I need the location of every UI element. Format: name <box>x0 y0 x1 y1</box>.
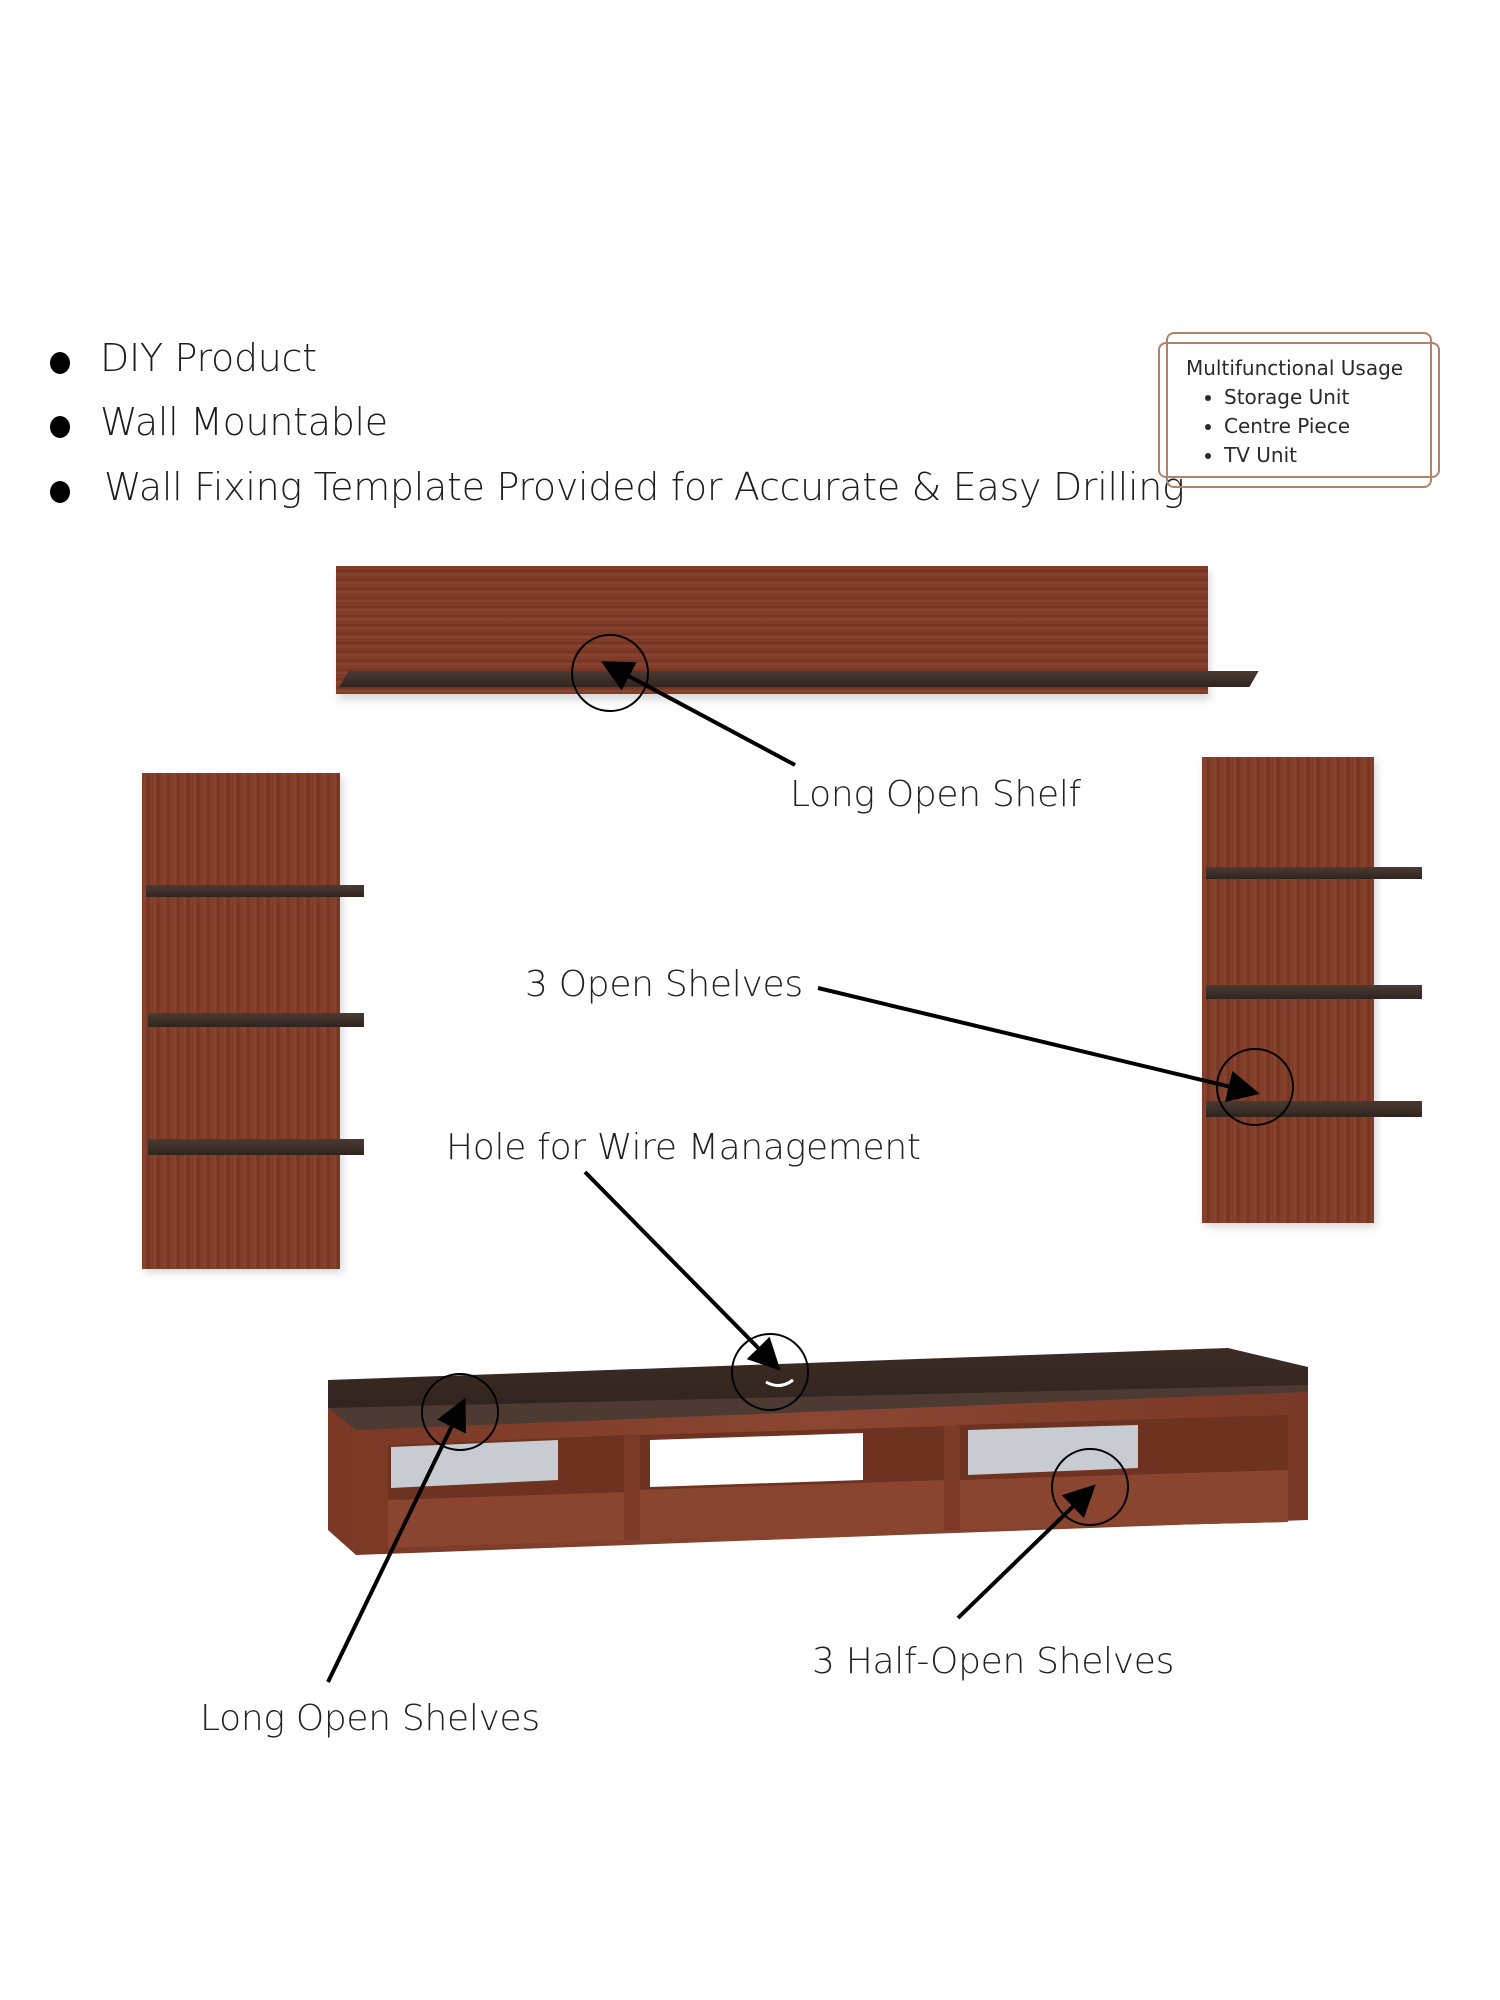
callout-three-open-shelves: 3 Open Shelves <box>525 964 803 1005</box>
feature-label: Wall Mountable <box>100 400 388 444</box>
usage-item: Centre Piece <box>1224 412 1403 441</box>
left-vertical-panel <box>142 773 372 1273</box>
feature-label: Wall Fixing Template Provided for Accura… <box>104 465 1185 509</box>
panel-shelf <box>146 885 364 897</box>
usage-info-box: Multifunctional Usage Storage Unit Centr… <box>1158 332 1440 488</box>
usage-title: Multifunctional Usage <box>1186 356 1404 380</box>
right-vertical-panel <box>1202 757 1432 1227</box>
tv-unit-cabinet <box>328 1330 1308 1560</box>
panel-shelf <box>1206 1101 1422 1117</box>
panel-shelf <box>148 1139 364 1155</box>
decorative-frame <box>1158 342 1440 478</box>
bullet-icon <box>50 481 70 503</box>
usage-content: Multifunctional Usage Storage Unit Centr… <box>1186 354 1403 470</box>
feature-item-template: Wall Fixing Template Provided for Accura… <box>50 465 1185 509</box>
bullet-icon <box>50 416 70 438</box>
callout-long-open-shelf: Long Open Shelf <box>790 774 1081 815</box>
feature-label: DIY Product <box>100 336 317 380</box>
arrow-icon <box>817 986 1260 1102</box>
callout-wire-hole: Hole for Wire Management <box>446 1127 921 1168</box>
usage-list: Storage Unit Centre Piece TV Unit <box>1186 383 1403 470</box>
decorative-frame <box>1166 332 1432 488</box>
feature-item-wall-mountable: Wall Mountable <box>50 400 388 444</box>
usage-item: Storage Unit <box>1224 383 1403 412</box>
callout-long-open-shelves: Long Open Shelves <box>200 1698 540 1739</box>
shelf-lip <box>339 671 1259 687</box>
feature-item-diy: DIY Product <box>50 336 317 380</box>
panel-shelf <box>1206 867 1422 879</box>
panel-shelf <box>1206 985 1422 999</box>
callout-half-open-shelves: 3 Half-Open Shelves <box>812 1641 1175 1682</box>
long-wall-shelf <box>336 566 1500 696</box>
usage-item: TV Unit <box>1224 441 1403 470</box>
tv-unit-drawing <box>328 1348 1308 1555</box>
bullet-icon <box>50 352 70 374</box>
panel-shelf <box>148 1013 364 1027</box>
